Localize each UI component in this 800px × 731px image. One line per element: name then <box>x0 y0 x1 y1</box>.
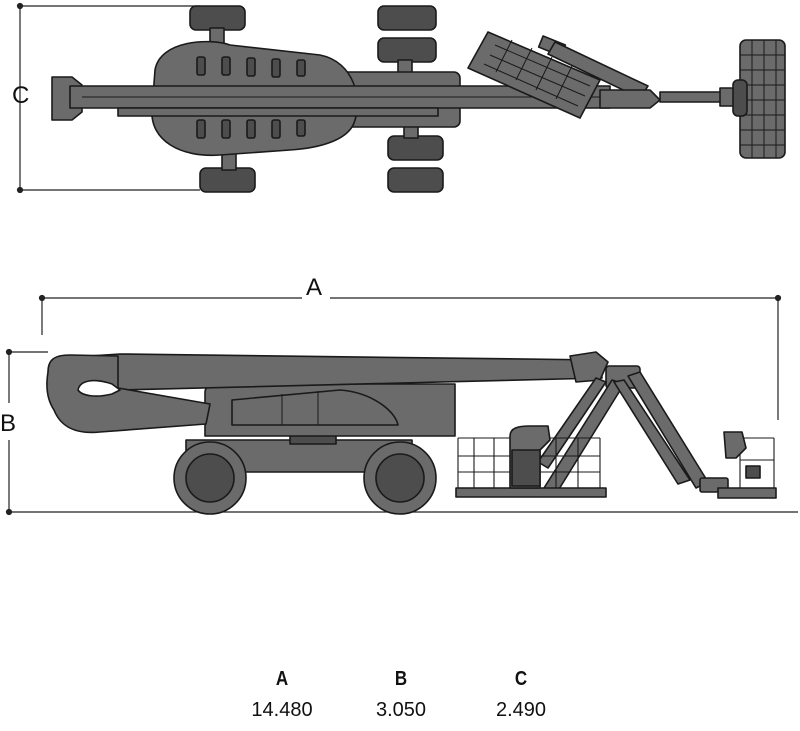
top-platform-basket <box>732 39 786 159</box>
side-ground-basket <box>455 425 607 498</box>
side-boom <box>57 353 603 391</box>
spec-a-value: 14.480 <box>251 699 313 721</box>
side-wheels <box>173 441 437 515</box>
side-jib <box>537 351 729 495</box>
dimension-b-line <box>5 348 48 516</box>
dimension-c-label: C <box>12 82 30 109</box>
spec-b: B 3.050 <box>356 668 446 722</box>
top-jib <box>547 41 735 109</box>
boom-lift-dimension-diagram <box>5 2 798 516</box>
side-boom-heel <box>46 354 211 434</box>
dimension-c-line <box>16 2 200 194</box>
spec-b-key: B <box>394 668 408 690</box>
dimension-b-label: B <box>0 410 17 437</box>
spec-c: C 2.490 <box>476 668 566 722</box>
spec-a: A 14.480 <box>237 668 327 722</box>
dimension-a-label: A <box>306 274 323 301</box>
spec-a-key: A <box>275 668 289 690</box>
top-wheels <box>189 5 444 193</box>
spec-c-value: 2.490 <box>495 699 547 721</box>
side-view <box>5 294 798 516</box>
top-view <box>16 2 786 194</box>
dimension-a-line <box>38 294 782 420</box>
spec-c-key: C <box>514 668 528 690</box>
side-platform <box>717 431 777 499</box>
spec-b-value: 3.050 <box>375 699 427 721</box>
